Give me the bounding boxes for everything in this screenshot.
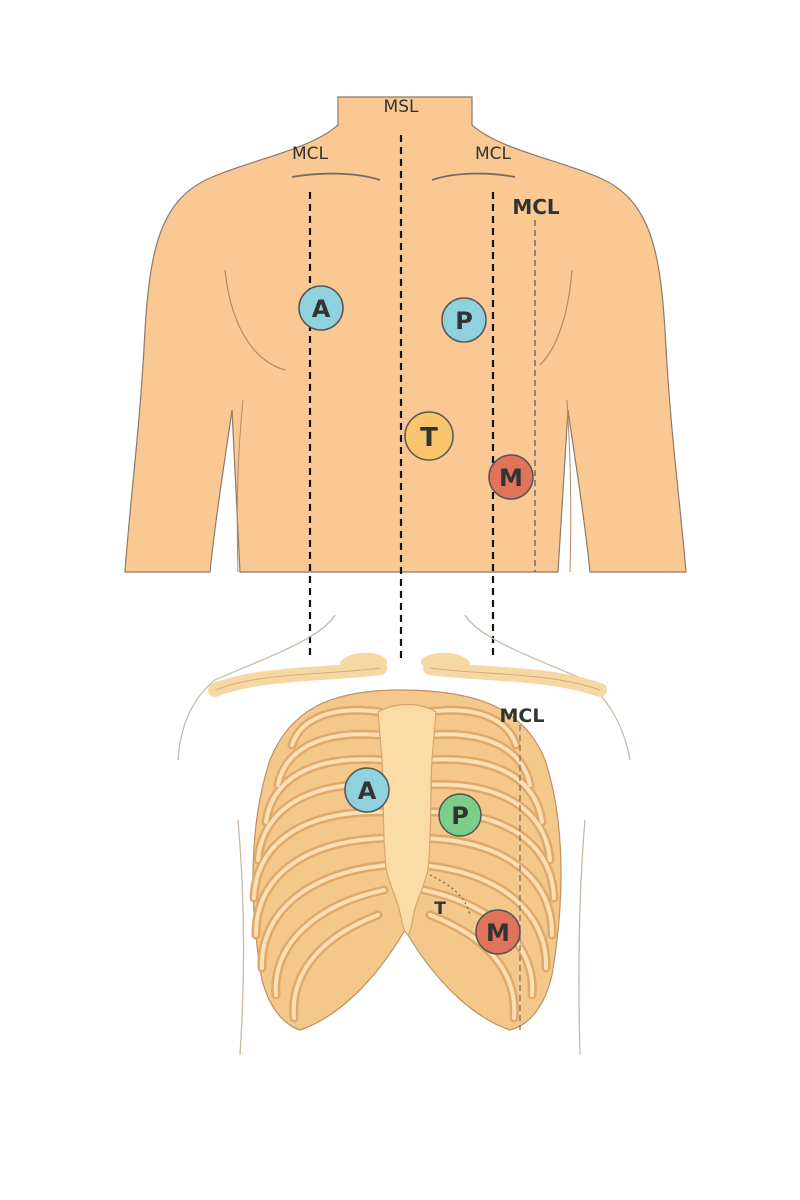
reference-lines [308,135,536,660]
left-ribs-highlight [252,708,390,1020]
right-arm-crease [566,399,572,573]
right-clavicle-top [421,652,470,669]
mcl-rib-label: MCL [500,705,545,727]
left-clavicle-bone [208,661,387,697]
torso-aortic-marker: A [298,285,344,331]
left-clavicle-line [291,172,381,181]
tricuspid-dotted-region [429,874,471,916]
left-clavicle-bone-edge [214,667,381,691]
svg-text:M: M [499,464,523,492]
mcl-outer-label: MCL [512,195,560,219]
ribcage-mitral-marker: M [475,909,521,955]
right-clavicle-bone [423,661,607,697]
svg-text:P: P [451,802,469,830]
ribcage-tricuspid-marker: T [434,899,446,919]
body-side-right [578,819,586,1056]
left-arm-crease [236,399,244,573]
right-clavicle-line [431,172,516,181]
torso-mitral-marker: M [488,454,534,500]
torso-pulmonic-marker: P [441,297,487,343]
ribcage-pulmonic-marker: P [438,793,482,837]
ribcage-figure [177,614,631,1056]
body-outline-left [177,614,336,761]
left-clavicle-top [340,652,387,669]
torso-skin [124,96,687,573]
mcl-right-label: MCL [475,144,512,164]
svg-text:P: P [455,307,473,335]
torso-tricuspid-marker: T [404,411,454,461]
right-pectoral-contour [539,269,573,366]
svg-text:T: T [420,423,438,453]
right-clavicle-bone-edge [429,667,601,691]
sternum [377,703,437,936]
msl-label: MSL [384,97,419,117]
ribcage-aortic-marker: A [344,767,390,813]
torso-figure [124,96,687,573]
body-side-left [237,819,245,1056]
svg-text:A: A [358,777,377,805]
left-pectoral-contour [224,269,286,371]
svg-text:A: A [312,295,331,323]
mcl-left-label: MCL [292,144,329,164]
svg-text:M: M [486,919,510,947]
